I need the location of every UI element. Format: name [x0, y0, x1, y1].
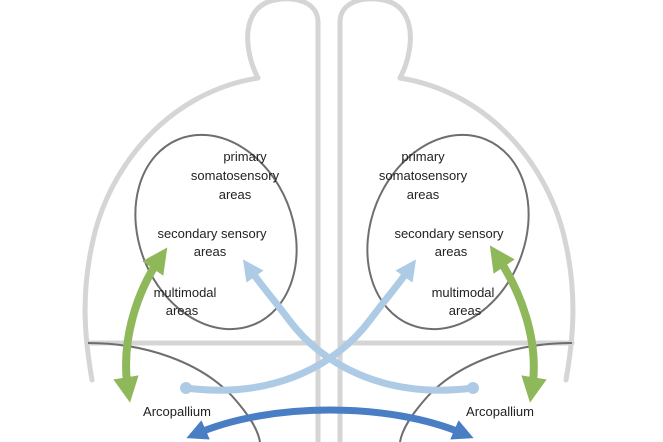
left-secondary-label-line-2: areas [194, 244, 227, 259]
left-arcopallium-label: Arcopallium [143, 404, 211, 419]
arcopallium-dark-blue-double-arrow [186, 406, 474, 440]
left-multimodal-label-line-2: areas [166, 303, 199, 318]
right-multimodal-label-line-1: multimodal [432, 285, 495, 300]
right-multimodal-label-line-2: areas [449, 303, 482, 318]
left-primary-label-line-2: somatosensory [191, 168, 280, 183]
left-primary-label-line-1: primary [223, 149, 267, 164]
left-olfactory-bulb [245, 0, 321, 81]
right-secondary-label-line-1: secondary sensory [394, 226, 504, 241]
right-primary-label-line-3: areas [407, 187, 440, 202]
brain-outline [82, 0, 576, 442]
right-light-blue-origin-dot [467, 382, 479, 394]
right-hemisphere-outline [397, 75, 576, 383]
right-green-double-arrow [489, 245, 547, 403]
left-secondary-label-line-1: secondary sensory [157, 226, 267, 241]
left-multimodal-label-line-1: multimodal [154, 285, 217, 300]
left-hemisphere-outline [82, 75, 261, 383]
right-to-left-light-blue-arrow [242, 259, 477, 394]
left-to-right-light-blue-arrow [182, 259, 417, 394]
right-arcopallium-label: Arcopallium [466, 404, 534, 419]
right-primary-label-line-2: somatosensory [379, 168, 468, 183]
left-primary-label-line-3: areas [219, 187, 252, 202]
left-green-double-arrow [113, 247, 168, 403]
right-primary-label-line-1: primary [401, 149, 445, 164]
right-olfactory-bulb [337, 0, 413, 81]
right-secondary-label-line-2: areas [435, 244, 468, 259]
left-light-blue-origin-dot [180, 382, 192, 394]
